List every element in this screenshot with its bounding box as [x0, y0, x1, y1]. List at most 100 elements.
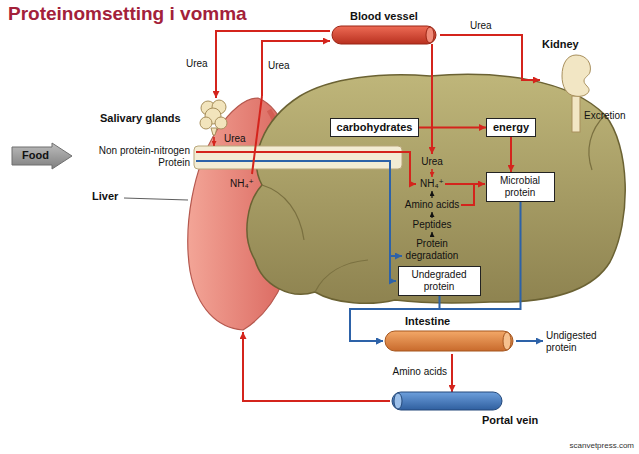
- leader-line: [124, 198, 188, 200]
- portal-vein: Portal vein: [390, 392, 542, 434]
- blood-vessel: Blood vessel: [330, 10, 440, 50]
- kidney-shape: [562, 55, 590, 96]
- blood-vessel-shape: [426, 27, 434, 43]
- rumen-fold: [589, 115, 605, 170]
- edge-label: Urea: [186, 58, 208, 70]
- step-arrow: [431, 191, 432, 198]
- process-box: energy: [486, 118, 536, 137]
- label-text: Peptides: [413, 219, 452, 231]
- label-text: Urea: [224, 133, 246, 145]
- label-text-holder: Protein: [158, 157, 190, 169]
- food-arrow: Food: [12, 143, 72, 169]
- liver-shape: [188, 98, 297, 330]
- label-text-holder: Non protein-nitrogen: [99, 145, 190, 157]
- title-holder: Proteinomsetting i vomma: [8, 3, 247, 25]
- salivary-gland-shape: [211, 128, 217, 135]
- connector: [262, 41, 330, 96]
- edge-label: Amino acids: [393, 366, 447, 378]
- portal-vein-shape: [394, 393, 402, 409]
- liver-shape: [183, 96, 301, 332]
- label-text-holder: Urea: [421, 156, 443, 168]
- blood-vessel-label-holder: Blood vessel: [350, 10, 418, 23]
- liver-urea-line: [252, 96, 262, 174]
- liver-label-holder: NH₄⁺: [230, 178, 254, 190]
- process-box: carbohydrates: [330, 118, 419, 137]
- liver-shape: [269, 110, 287, 282]
- connector: [216, 31, 330, 98]
- food-arrow-shape: [12, 143, 72, 169]
- connector: [419, 127, 486, 129]
- label-text: scanvetpress.com: [570, 441, 634, 451]
- rumen-fold: [262, 185, 304, 240]
- edge-label-holder: Urea: [268, 60, 290, 72]
- food-arrow-label-holder: Food: [22, 149, 49, 162]
- salivary-gland: Salivary glands: [100, 98, 230, 146]
- ureter: [572, 96, 580, 132]
- edge-label-holder: Urea: [186, 58, 208, 70]
- label-text-holder: Peptides: [413, 219, 452, 231]
- excretion-arrow: [516, 340, 543, 342]
- connector: [510, 137, 512, 172]
- kidney-label: Kidney: [542, 38, 579, 51]
- box-text: carbohydrates: [336, 121, 413, 134]
- saliva-arrow: [213, 137, 215, 146]
- edge-label: Urea: [470, 20, 492, 32]
- salivary-gland-label: Salivary glands: [100, 112, 181, 125]
- label-text-holder: NH₄⁺: [420, 178, 444, 190]
- title: Proteinomsetting i vomma: [8, 3, 247, 25]
- protein-arrow: [390, 255, 402, 257]
- label-text: Undigested protein: [546, 330, 606, 354]
- food-arrow-label: Food: [22, 149, 49, 162]
- synthesis-arrow: [445, 183, 485, 185]
- box-text: Microbial protein: [492, 175, 548, 199]
- salivary-gland-shape: [201, 101, 215, 115]
- process-box: Microbial protein: [486, 172, 555, 202]
- liver-label-holder: Liver: [92, 190, 118, 203]
- salivary-gland-label-holder: Salivary glands: [100, 112, 181, 125]
- kidney: Kidney: [540, 38, 604, 104]
- intestine-shape: [385, 331, 513, 351]
- label-text: Urea: [421, 156, 443, 168]
- blood-vessel-label: Blood vessel: [350, 10, 418, 23]
- label-text-holder: Excretion: [584, 110, 626, 122]
- box-text: Undegraded protein: [404, 269, 474, 293]
- salivary-gland-shape: [212, 100, 226, 114]
- synthesis-bracket: [461, 184, 474, 205]
- npn-arrow: [196, 152, 416, 184]
- edge-label-holder: Urea: [470, 20, 492, 32]
- connector: [350, 202, 521, 341]
- label-text: Amino acids: [405, 199, 459, 211]
- portal-vein-label-holder: Portal vein: [482, 414, 538, 427]
- feed-tube: [194, 146, 402, 169]
- box-text: energy: [492, 121, 530, 134]
- liver-label: Liver: [92, 190, 118, 203]
- step-arrow: [431, 212, 432, 218]
- label-text: Protein degradation: [401, 238, 463, 262]
- connector: [451, 354, 453, 392]
- blood-vessel-shape: [332, 26, 436, 44]
- intestine: Intestine: [383, 314, 515, 354]
- connector: [243, 332, 390, 401]
- label-text-holder: scanvetpress.com: [570, 441, 634, 451]
- portal-vein-label: Portal vein: [482, 414, 538, 427]
- salivary-gland-shape: [200, 100, 227, 135]
- label-text: Excretion: [584, 110, 626, 122]
- salivary-gland-shape: [200, 117, 212, 129]
- label-text: Non protein-nitrogen: [99, 145, 190, 157]
- step-arrow: [431, 232, 432, 237]
- protein-arrow: [196, 161, 396, 281]
- label-text: Protein: [158, 157, 190, 169]
- rumen-outline: [247, 74, 625, 303]
- liver: LiverNH₄⁺: [183, 96, 301, 332]
- liver-label: NH₄⁺: [230, 178, 254, 190]
- kidney-shape: [562, 55, 590, 96]
- intestine-label: Intestine: [405, 315, 450, 328]
- intestine-shape: [503, 332, 511, 350]
- intestine-label-holder: Intestine: [405, 315, 450, 328]
